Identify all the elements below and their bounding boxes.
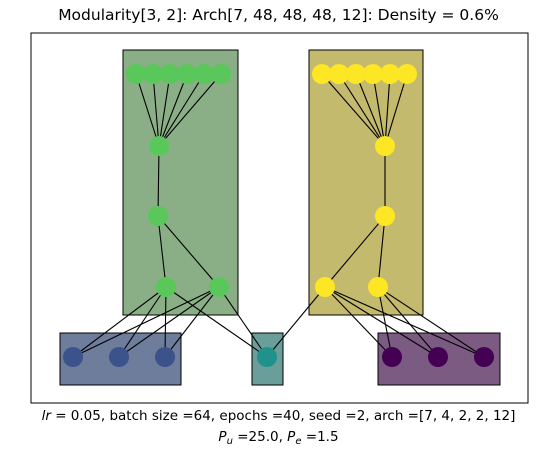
edge — [372, 73, 386, 147]
edge — [377, 286, 393, 358]
input-node — [126, 64, 146, 84]
input-node — [380, 64, 400, 84]
edge — [157, 145, 160, 217]
hidden-node — [149, 136, 169, 156]
caption: lr = 0.05, batch size =64, epochs =40, s… — [0, 406, 557, 452]
module-box-right — [308, 49, 424, 316]
edge — [164, 286, 167, 358]
input-node — [329, 64, 349, 84]
output-node — [428, 347, 448, 367]
pu-symbol: P — [218, 429, 227, 445]
left-module-nodes — [126, 64, 231, 297]
edge — [158, 73, 205, 147]
edge — [338, 73, 386, 147]
edge — [158, 73, 171, 147]
input-node — [143, 64, 163, 84]
edge — [165, 286, 268, 358]
edge — [324, 215, 386, 288]
edge — [157, 215, 220, 288]
edge — [384, 73, 408, 147]
output-nodes-purple — [382, 347, 494, 367]
input-node — [177, 64, 197, 84]
output-node — [155, 347, 175, 367]
edge — [324, 286, 393, 358]
edge — [72, 286, 220, 358]
pu-value: =25.0, — [232, 429, 288, 445]
edge — [118, 286, 220, 358]
edge — [324, 286, 485, 358]
pe-symbol: P — [287, 429, 296, 445]
right-module-nodes — [312, 64, 417, 297]
edges — [72, 73, 485, 358]
hidden-node — [315, 277, 335, 297]
pe-value: =1.5 — [301, 429, 339, 445]
output-node — [382, 347, 402, 367]
output-node — [474, 347, 494, 367]
edge — [324, 286, 439, 358]
edge — [158, 73, 188, 147]
pu-subscript: u — [226, 436, 233, 447]
edge — [157, 215, 167, 288]
input-node — [397, 64, 417, 84]
diagram-title: Modularity[3, 2]: Arch[7, 48, 48, 48, 12… — [58, 6, 499, 24]
edge — [158, 73, 222, 147]
hidden-node — [368, 277, 388, 297]
edge — [152, 73, 160, 147]
input-node — [211, 64, 231, 84]
plot-frame — [30, 32, 529, 404]
edge — [321, 73, 386, 147]
output-nodes-blue — [63, 347, 175, 367]
hidden-node — [156, 277, 176, 297]
input-node — [160, 64, 180, 84]
input-node — [194, 64, 214, 84]
output-node — [257, 347, 277, 367]
edge — [377, 286, 439, 358]
edge — [377, 286, 485, 358]
edge — [72, 286, 167, 358]
output-node — [63, 347, 83, 367]
output-nodes-teal — [257, 347, 277, 367]
input-node — [312, 64, 332, 84]
lr-symbol: lr — [41, 408, 51, 424]
edge — [266, 286, 326, 358]
edge — [135, 73, 160, 147]
pe-subscript: e — [295, 436, 302, 447]
caption-line-2: Pu =25.0, Pe =1.5 — [0, 427, 557, 452]
caption-hyperparams: = 0.05, batch size =64, epochs =40, seed… — [50, 408, 516, 424]
edge — [218, 286, 268, 358]
input-node — [346, 64, 366, 84]
edge — [384, 73, 391, 147]
input-node — [363, 64, 383, 84]
hidden-node — [209, 277, 229, 297]
edge — [164, 286, 220, 358]
edge — [118, 286, 167, 358]
hidden-node — [375, 136, 395, 156]
caption-line-1: lr = 0.05, batch size =64, epochs =40, s… — [0, 406, 557, 427]
hidden-node — [148, 206, 168, 226]
edge — [355, 73, 386, 147]
output-node — [109, 347, 129, 367]
hidden-node — [375, 206, 395, 226]
edge — [377, 215, 386, 288]
